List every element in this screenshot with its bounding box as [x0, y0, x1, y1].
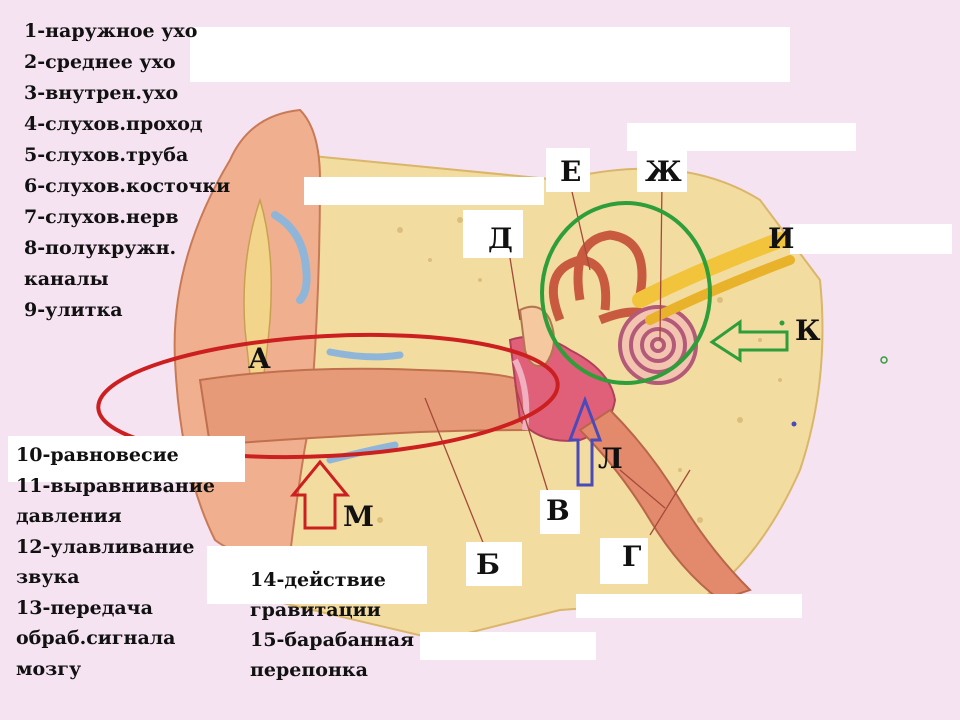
legend-item: 9-улитка — [24, 299, 123, 321]
dot-green-2 — [880, 356, 888, 364]
legend-item: 2-среднее ухо — [24, 51, 176, 73]
legend-item: 5-слухов.труба — [24, 144, 189, 166]
legend-structures: 1-наружное ухо 2-среднее ухо 3-внутрен.у… — [24, 16, 230, 326]
blank-box-upper-right — [627, 123, 856, 151]
letter-i: И — [768, 222, 795, 255]
legend-extra: 14-действие гравитации 15-барабанная пер… — [250, 565, 414, 685]
legend-item: 12-улавливание — [16, 535, 195, 558]
blank-box-grav — [207, 546, 427, 604]
inner-ear-highlight — [540, 201, 712, 385]
legend-item: 1-наружное ухо — [24, 20, 198, 42]
pointer-lines — [424, 182, 691, 556]
legend-item: обраб.сигнала — [16, 627, 176, 649]
cartilage-blue-2 — [326, 348, 404, 361]
legend-item: 3-внутрен.ухо — [24, 82, 179, 104]
letter-g: Г — [622, 540, 642, 573]
legend-item: 8-полукружн. — [24, 237, 177, 259]
letter-v: В — [546, 494, 570, 527]
letter-bg-b — [466, 542, 522, 586]
legend-item: 6-слухов.косточки — [24, 175, 231, 197]
letter-bg-d — [463, 210, 523, 258]
letter-bg-v — [540, 490, 580, 534]
blank-box-top — [190, 27, 790, 82]
legend-item: 13-передача — [16, 596, 153, 619]
auditory-nerve-2 — [645, 255, 795, 325]
legend-item: каналы — [24, 268, 109, 290]
letter-zh: Ж — [645, 155, 682, 188]
cartilage-blue-1 — [271, 211, 311, 304]
letter-a: А — [248, 342, 271, 375]
letter-bg-g — [600, 538, 648, 584]
blue-arrow — [567, 395, 603, 487]
eustachian-tube — [578, 408, 752, 602]
blank-box-right — [790, 224, 952, 254]
letter-l: Л — [598, 442, 623, 475]
blank-box-bottom-right — [576, 594, 802, 618]
legend-item: 4-слухов.проход — [24, 113, 203, 135]
green-arrow — [709, 319, 789, 363]
letter-b: Б — [476, 548, 500, 581]
legend-item: гравитации — [250, 599, 381, 621]
letter-bg-e — [546, 148, 590, 192]
legend-item: 10-равновесие — [16, 444, 179, 466]
dot-blue — [791, 421, 797, 427]
blank-box-mid — [304, 177, 544, 205]
blank-box-bottom-mid — [420, 632, 596, 660]
letter-k: К — [795, 314, 821, 347]
auditory-nerve — [632, 232, 788, 308]
cartilage-blue-3 — [326, 441, 399, 464]
legend-item: 14-действие — [250, 569, 386, 591]
legend-functions: 10-равновесие 11-выравнивание давления 1… — [16, 440, 215, 684]
legend-item: 15-барабанная — [250, 629, 415, 651]
legend-item: мозгу — [16, 657, 82, 680]
legend-item: перепонка — [250, 659, 368, 681]
eardrum — [512, 358, 530, 431]
letter-d: Д — [488, 222, 513, 255]
legend-item: 11-выравнивание — [16, 474, 215, 497]
letter-m: М — [343, 500, 374, 533]
legend-item: 7-слухов.нерв — [24, 206, 179, 228]
legend-item: звука — [16, 566, 80, 588]
red-arrow — [289, 459, 351, 530]
letter-bg-zh — [637, 148, 687, 192]
blank-box-functions — [8, 436, 245, 482]
legend-item: давления — [16, 505, 122, 527]
outer-ear-highlight — [96, 332, 560, 460]
letter-e: Е — [560, 155, 582, 188]
dot-green-1 — [779, 320, 785, 326]
